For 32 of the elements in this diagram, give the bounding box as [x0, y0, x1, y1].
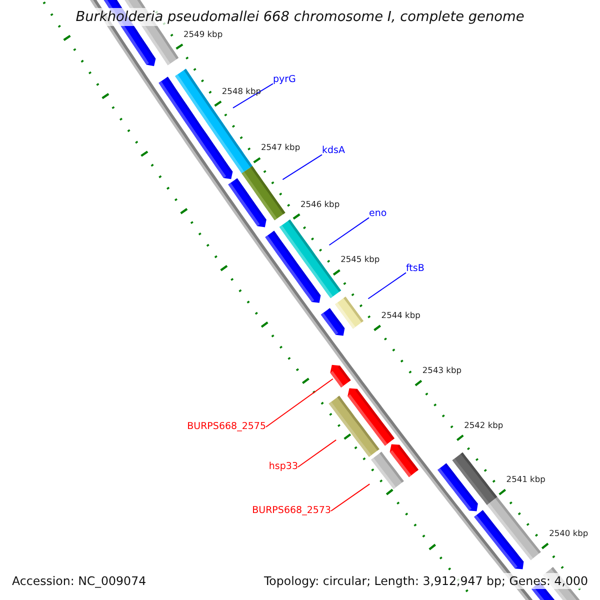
scale-label: 2540 kbp — [549, 529, 588, 539]
gene-label: pyrG — [273, 74, 296, 86]
genome-summary: Topology: circular; Length: 3,912,947 bp; Genes: 4,000 — [262, 572, 590, 589]
gene-feature — [474, 510, 524, 570]
scale-label: 2543 kbp — [422, 366, 462, 376]
leader-line — [368, 272, 406, 300]
gene-label: ftsB — [406, 263, 424, 275]
gene-feature — [228, 178, 266, 228]
gene-feature — [330, 364, 351, 388]
gene-feature — [390, 444, 418, 478]
leader-line — [330, 484, 370, 512]
scale-label: 2544 kbp — [381, 310, 420, 321]
leader-line — [282, 154, 322, 180]
scale-label: 2547 kbp — [261, 143, 300, 154]
leader-line — [298, 439, 337, 468]
scale-label: 2548 kbp — [222, 86, 261, 97]
gene-label: hsp33 — [268, 461, 298, 473]
gene-label: BURPS668_2575 — [187, 421, 266, 433]
leader-line — [328, 217, 370, 246]
gene-feature — [438, 463, 478, 512]
gene-feature — [348, 388, 394, 446]
leader-line — [232, 83, 274, 108]
scale-label: 2546 kbp — [300, 200, 340, 210]
scale-label: 2545 kbp — [340, 255, 380, 266]
gene-feature — [320, 308, 345, 336]
gene-label: kdsA — [322, 145, 345, 157]
scale-label: 2542 kbp — [464, 420, 504, 431]
gene-feature — [265, 230, 321, 303]
leader-line — [266, 378, 334, 428]
scale-label: 2541 kbp — [506, 475, 546, 486]
gene-label: eno — [369, 208, 387, 220]
gene-label: BURPS668_2573 — [252, 505, 331, 517]
